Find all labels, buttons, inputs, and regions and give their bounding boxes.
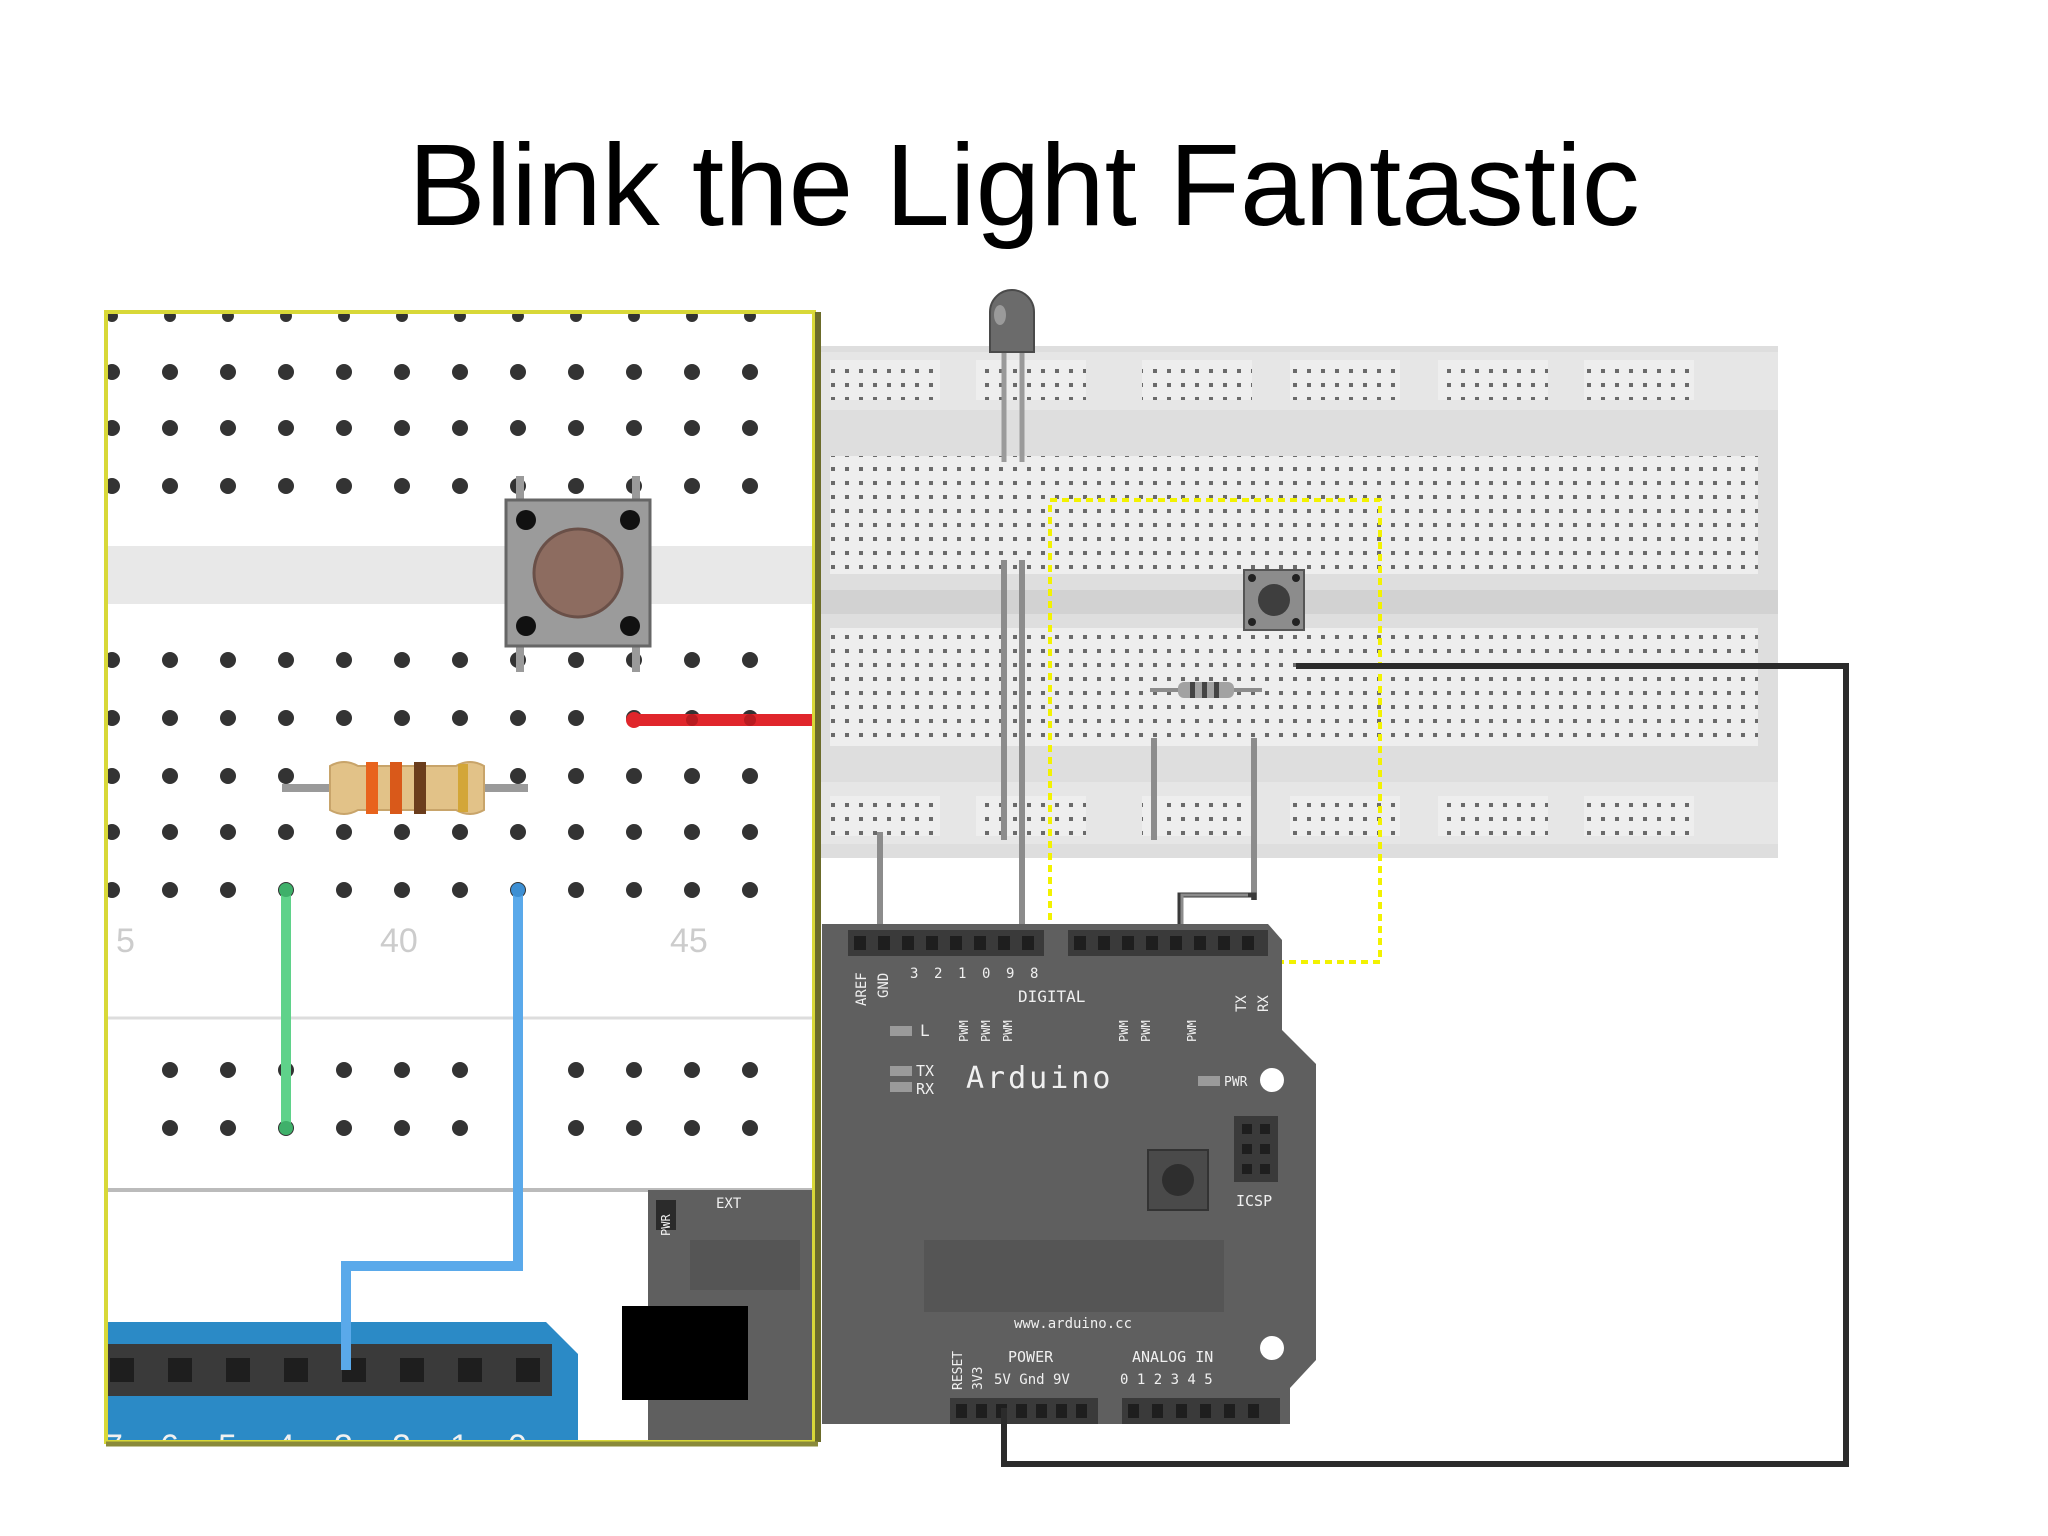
board-pin-12: 2 — [934, 966, 942, 982]
board-pwm-label-3: PWM — [1001, 1020, 1015, 1042]
board-pin-aref: AREF — [854, 972, 870, 1006]
zoom-header-digit-4: 4 — [276, 1428, 295, 1466]
zoom-header-digit-3: 3 — [334, 1428, 353, 1466]
board-led-tx-label: TX — [916, 1062, 934, 1080]
leads — [877, 560, 1257, 930]
board-pwm-label-2: PWM — [979, 1020, 993, 1042]
zoom-header-digit-6: 6 — [160, 1428, 179, 1466]
zoom-ext-label: EXT — [716, 1196, 742, 1212]
board-power-pins: 5V Gnd 9V — [994, 1372, 1070, 1388]
terminal-strip-upper — [830, 456, 1758, 574]
wire-black — [1001, 663, 1849, 1467]
zoom-digital-header: 7 6 5 4 3 2 1 0 — [104, 1322, 578, 1466]
board-led-l-label: L — [920, 1021, 930, 1040]
board-pin-11: 1 — [958, 966, 966, 982]
board-brand: Arduino — [966, 1061, 1113, 1096]
led — [989, 289, 1035, 462]
board-reset-label: RESET — [951, 1351, 966, 1390]
board-pin-8: 8 — [1030, 966, 1038, 982]
board-power-label: POWER — [1008, 1348, 1054, 1366]
board-pwm-label-4: PWM — [1117, 1020, 1131, 1042]
terminal-strip-lower — [830, 628, 1758, 746]
zoom-column-label-35: 5 — [116, 922, 135, 960]
board-icsp-label: ICSP — [1236, 1192, 1272, 1210]
board-pwr-led-label: PWR — [1224, 1075, 1248, 1090]
zoom-column-label-40: 40 — [380, 922, 418, 960]
board-tx-pin-label: TX — [1234, 995, 1250, 1012]
zoom-power-rail — [162, 1062, 758, 1136]
zoom-column-label-45: 45 — [670, 922, 708, 960]
board-pin-9: 9 — [1006, 966, 1014, 982]
board-pin-10: 0 — [982, 966, 990, 982]
board-digital-label: DIGITAL — [1018, 987, 1085, 1006]
zoom-header-digit-7: 7 — [104, 1428, 123, 1466]
wire-green — [279, 883, 293, 1135]
board-pwm-label-5: PWM — [1139, 1020, 1153, 1042]
board-led-rx-label: RX — [916, 1080, 934, 1098]
board-rx-pin-label: RX — [1256, 995, 1272, 1012]
zoom-header-digit-2: 2 — [392, 1428, 411, 1466]
zoom-hole-rows-top — [106, 364, 758, 898]
zoom-header-digit-1: 1 — [450, 1428, 469, 1466]
wire-blue — [341, 883, 525, 1370]
zoom-header-digit-0: 0 — [508, 1428, 527, 1466]
board-analog-label: ANALOG IN — [1132, 1348, 1213, 1366]
board-pwm-label-6: PWM — [1185, 1020, 1199, 1042]
board-analog-pins: 0 1 2 3 4 5 — [1120, 1372, 1213, 1388]
arduino-board — [822, 924, 1316, 1424]
board-website: www.arduino.cc — [1014, 1316, 1132, 1332]
resistor — [282, 761, 528, 815]
board-pwm-label-1: PWM — [957, 1020, 971, 1042]
dc-jack — [622, 1306, 748, 1400]
zoom-arduino-corner: PWR EXT — [622, 1190, 814, 1440]
board-pin-gnd: GND — [876, 973, 892, 998]
resistor-small — [1150, 682, 1262, 698]
pushbutton — [504, 476, 652, 672]
slide-title: Blink the Light Fantastic — [408, 120, 1640, 250]
power-rail-top — [830, 360, 1694, 400]
board-pin-13: 3 — [910, 966, 918, 982]
power-rail-bottom — [830, 796, 1694, 836]
zoom-header-digit-5: 5 — [218, 1428, 237, 1466]
wire-red — [626, 712, 814, 728]
zoom-breadboard: 5 40 45 PWR EXT — [104, 312, 814, 1466]
board-3v3-label: 3V3 — [971, 1367, 986, 1390]
zoom-center-channel — [106, 546, 814, 604]
zoom-pwr-select-label: PWR — [659, 1214, 673, 1236]
pushbutton-small — [1243, 569, 1305, 631]
